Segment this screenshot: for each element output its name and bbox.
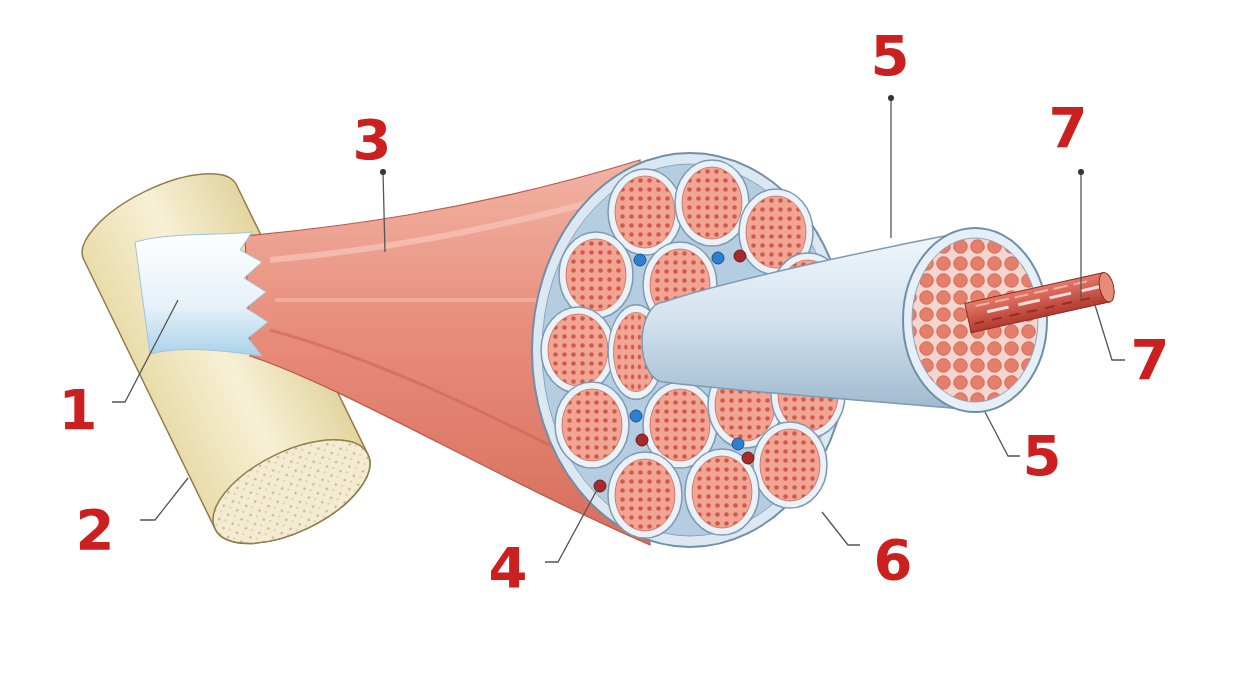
muscle-fiber xyxy=(965,271,1117,333)
fascicle xyxy=(753,422,827,508)
fascicle xyxy=(685,449,759,535)
callout-number: 3 xyxy=(353,112,392,168)
fascicle xyxy=(675,160,749,246)
leader-dots xyxy=(380,95,1084,175)
fascicle xyxy=(559,232,633,318)
fascicle xyxy=(608,452,682,538)
callout-number: 7 xyxy=(1131,332,1170,388)
callout-number: 5 xyxy=(1023,428,1062,484)
callout-number: 7 xyxy=(1049,100,1088,156)
callout-number: 4 xyxy=(489,540,528,596)
callout-number: 2 xyxy=(76,502,115,558)
callout-number: 1 xyxy=(59,382,98,438)
tendon xyxy=(135,232,268,356)
leader-lines xyxy=(112,98,1125,562)
muscle-highlight xyxy=(270,200,600,260)
callout-number: 5 xyxy=(871,28,910,84)
fascicle xyxy=(555,382,629,468)
fascicle xyxy=(541,307,615,393)
callout-number: 6 xyxy=(874,532,913,588)
